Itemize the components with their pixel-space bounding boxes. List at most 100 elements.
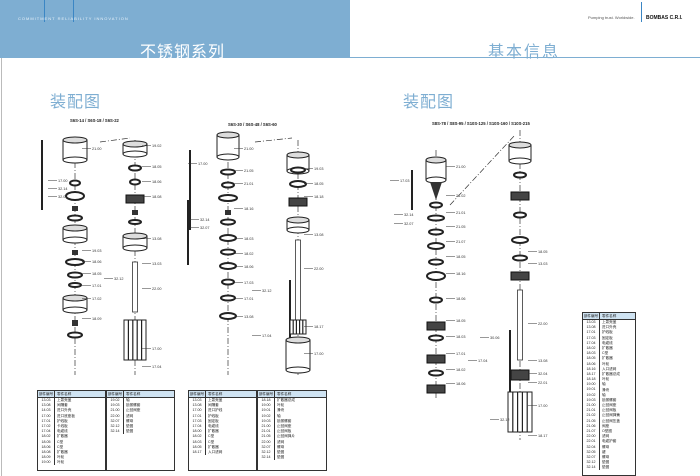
part-code: 32.12 [258,449,275,456]
part-number-label: 18.05 [456,319,466,323]
part-code: 17.03 [189,418,206,424]
part-name: 扩散器 [57,449,68,454]
impeller-part [510,191,530,201]
part-name: 轴 [602,392,606,397]
housing-base [62,236,88,244]
part-name: 进口底座板 [57,413,75,418]
part-code: 21.00 [583,403,600,409]
part-name: 上泵壳盖 [57,398,72,403]
housing-rim [286,216,310,224]
ring-part [428,334,444,342]
ring-part [428,258,444,266]
part-code: 21.05 [258,434,275,440]
part-name: 上泵壳盖 [208,398,223,403]
ring-part [429,201,443,209]
part-name: 止回阀弹簧 [602,413,620,418]
impeller-part [426,354,446,364]
part-number-label: 21.00 [244,147,254,151]
part-number-label: 32.14 [58,187,68,191]
part-name: 阀座 [602,423,610,428]
part-code: 32.12 [583,460,600,466]
housing-rim [286,151,310,159]
part-name: 止回阀座 [602,403,617,408]
part-code: 14.03 [38,408,55,414]
strainer-part [289,319,307,335]
part-code: 17.01 [583,330,600,336]
part-code: 19.02 [258,413,275,419]
part-code: 17.04 [38,429,55,435]
part-code: 19.02 [107,398,124,404]
housing-rim [508,141,532,149]
part-number-label: 32.12 [500,418,510,422]
part-number-label: 18.17 [314,325,324,329]
part-name: 固定板 [208,418,219,423]
part-name: 螺母 [277,444,285,449]
part-number-label: 17.04 [262,334,272,338]
part-code: 18.06 [38,444,55,450]
ring-part [220,248,236,256]
part-name: 进口护线 [208,408,223,413]
part-number-label: 17.03 [244,281,254,285]
header-rule [350,57,700,58]
part-code: 21.00 [258,423,275,430]
part-number-label: 18.05 [152,165,162,169]
part-name: C型 [57,439,64,444]
ring-part [219,234,237,242]
part-number-label: 18.06 [92,260,102,264]
strainer-part [507,391,533,433]
part-name: 进口外壳 [57,408,72,413]
part-number-label: 21.00 [456,165,466,169]
part-name: 入口滤网 [208,449,223,454]
ring-part [65,191,85,201]
part-name: 间隔套 [208,403,219,408]
ring-part [513,171,527,179]
part-name: 进口外壳 [602,325,617,330]
part-name: O型圈 [602,429,612,434]
impeller-part [426,321,446,331]
part-code: 19.03 [107,403,124,409]
housing-rim [425,156,447,164]
part-name: 叶轮 [277,403,285,408]
part-code: 18.02 [38,434,55,440]
part-name: 垫圈 [126,424,134,429]
part-code: 19.00 [258,403,275,409]
ring-part [219,262,237,270]
part-code: 18.18 [583,377,600,383]
page-border [1,58,2,476]
part-number-label: 18.05 [314,182,324,186]
part-number-label: 22.01 [538,381,548,385]
part-name: 滤网 [277,439,285,444]
part-name: 轴 [126,398,130,403]
assembly-heading-right: 装配图 [403,92,455,111]
part-code: 19.03 [583,397,600,403]
part-name: 止回阀板 [277,429,292,434]
part-name: 垫圈 [277,455,285,460]
part-code: 22.00 [258,439,275,445]
part-code: 22.00 [107,413,124,419]
part-code: 21.07 [583,428,600,435]
